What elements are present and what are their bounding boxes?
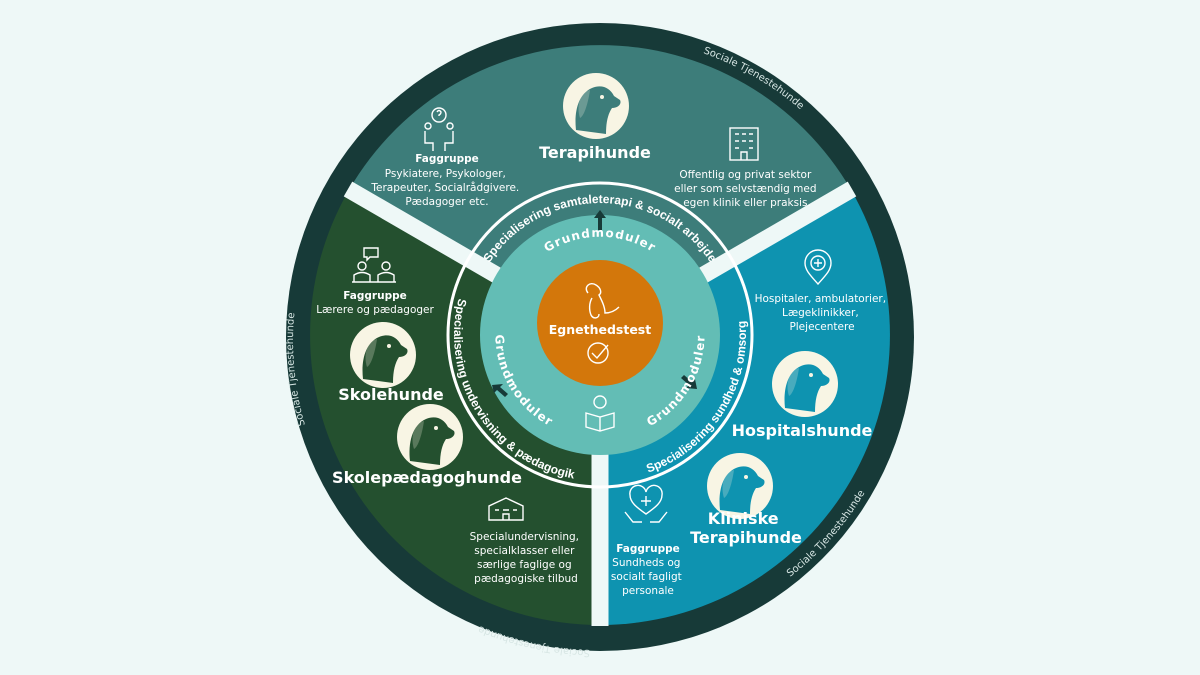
right-faggruppe-text: Sundheds og socialt fagligt personale — [611, 557, 685, 597]
top-faggruppe-text: Psykiatere, Psykologer, Terapeuter, Soci… — [370, 168, 522, 208]
specialisation-ring — [446, 181, 754, 489]
heart-hands-icon — [624, 484, 668, 523]
classroom-icon — [352, 247, 396, 283]
conversation-icon — [424, 107, 454, 151]
dog-icon-terapihunde — [563, 73, 629, 139]
left-faggruppe-label: Faggruppe — [343, 290, 406, 302]
egnethedstest-circle — [537, 260, 663, 386]
skolepaedagoghunde-title: Skolepædagoghunde — [332, 468, 522, 487]
top-faggruppe-label: Faggruppe — [415, 153, 478, 165]
sector-terapihunde — [348, 45, 852, 336]
building-icon — [729, 127, 759, 161]
medical-location-icon — [804, 249, 832, 286]
kliniske-terapihunde-title: Kliniske Terapihunde — [690, 509, 802, 547]
left-workplace-text: Specialundervisning, specialklasser elle… — [470, 531, 583, 585]
top-workplace-text: Offentlig og privat sektor eller som sel… — [674, 169, 820, 209]
right-faggruppe-label: Faggruppe — [616, 543, 679, 555]
arrow-right-icon — [681, 375, 697, 389]
left-faggruppe-text: Lærere og pædagoger — [316, 304, 434, 316]
egnethedstest-label: Egnethedstest — [549, 322, 651, 337]
arrow-left-icon — [492, 384, 508, 397]
terapihunde-title: Terapihunde — [539, 143, 651, 162]
skolehunde-title: Skolehunde — [338, 385, 444, 404]
reading-person-icon — [585, 395, 615, 432]
dog-icon-hospitalshunde — [772, 351, 838, 417]
right-workplace-text: Hospitaler, ambulatorier, Lægeklinikker,… — [755, 293, 890, 333]
hospitalshunde-title: Hospitalshunde — [732, 421, 873, 440]
dog-icon-skolehunde — [350, 322, 416, 388]
dog-icon-skolepaedagoghunde — [397, 404, 463, 470]
arrow-icons — [492, 210, 697, 397]
school-building-icon — [488, 497, 524, 521]
sitting-dog-icon — [585, 283, 620, 319]
arrow-up-icon — [594, 210, 606, 230]
check-circle-icon — [587, 342, 609, 364]
